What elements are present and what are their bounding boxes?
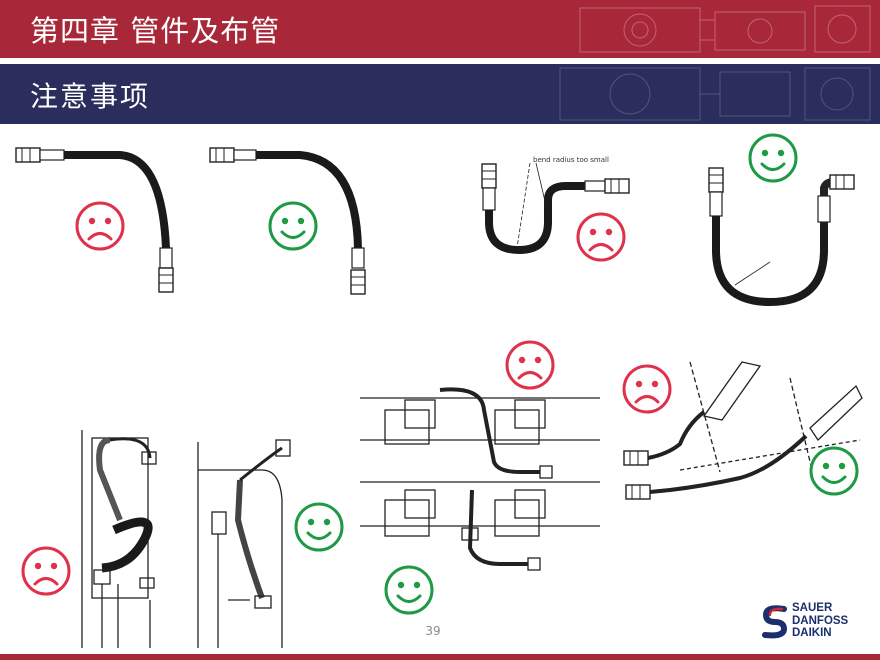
company-logo: SAUER DANFOSS DAIKIN (760, 600, 870, 646)
decorative-machine-drawing (559, 67, 871, 121)
chapter-title: 第四章 管件及布管 (30, 14, 281, 48)
logo-line-1: SAUER (792, 602, 833, 614)
manifold-routing-diagram (360, 387, 600, 571)
sad-face-icon (75, 201, 125, 251)
happy-face-icon (268, 201, 318, 251)
decorative-machine-drawing (579, 5, 871, 53)
section-title: 注意事项 (30, 80, 151, 113)
logo-line-2: DANFOSS (792, 614, 849, 627)
happy-face-icon (748, 133, 798, 183)
happy-face-icon (294, 502, 344, 552)
sad-face-icon (505, 340, 555, 390)
happy-face-icon (384, 565, 434, 615)
machine-routing-diagram-bad (81, 430, 157, 648)
hose-routing-diagrams: bend radius too small 39 SAUER DANFOSS D… (0, 124, 880, 654)
hose-bend-diagram-bad-1 (15, 147, 174, 293)
sad-face-icon (576, 212, 626, 262)
section-header-band: 注意事项 (0, 64, 880, 124)
hose-bend-radius-diagram-bad (481, 162, 630, 255)
machine-routing-diagram-good (197, 439, 291, 648)
sad-face-icon (622, 364, 672, 414)
footer-bar (0, 654, 880, 660)
sad-face-icon (21, 546, 71, 596)
hose-bend-diagram-good-1 (209, 147, 366, 295)
chapter-header-band: 第四章 管件及布管 (0, 0, 880, 58)
page-number: 39 (425, 624, 441, 638)
routing-illustrations (15, 133, 863, 648)
logo-line-3: DAIKIN (792, 627, 832, 639)
happy-face-icon (809, 446, 859, 496)
hose-bend-radius-diagram-good (708, 167, 855, 307)
company-logo-icon (762, 605, 788, 639)
angled-routing-diagram (623, 361, 863, 500)
bend-radius-annotation: bend radius too small (533, 156, 609, 164)
